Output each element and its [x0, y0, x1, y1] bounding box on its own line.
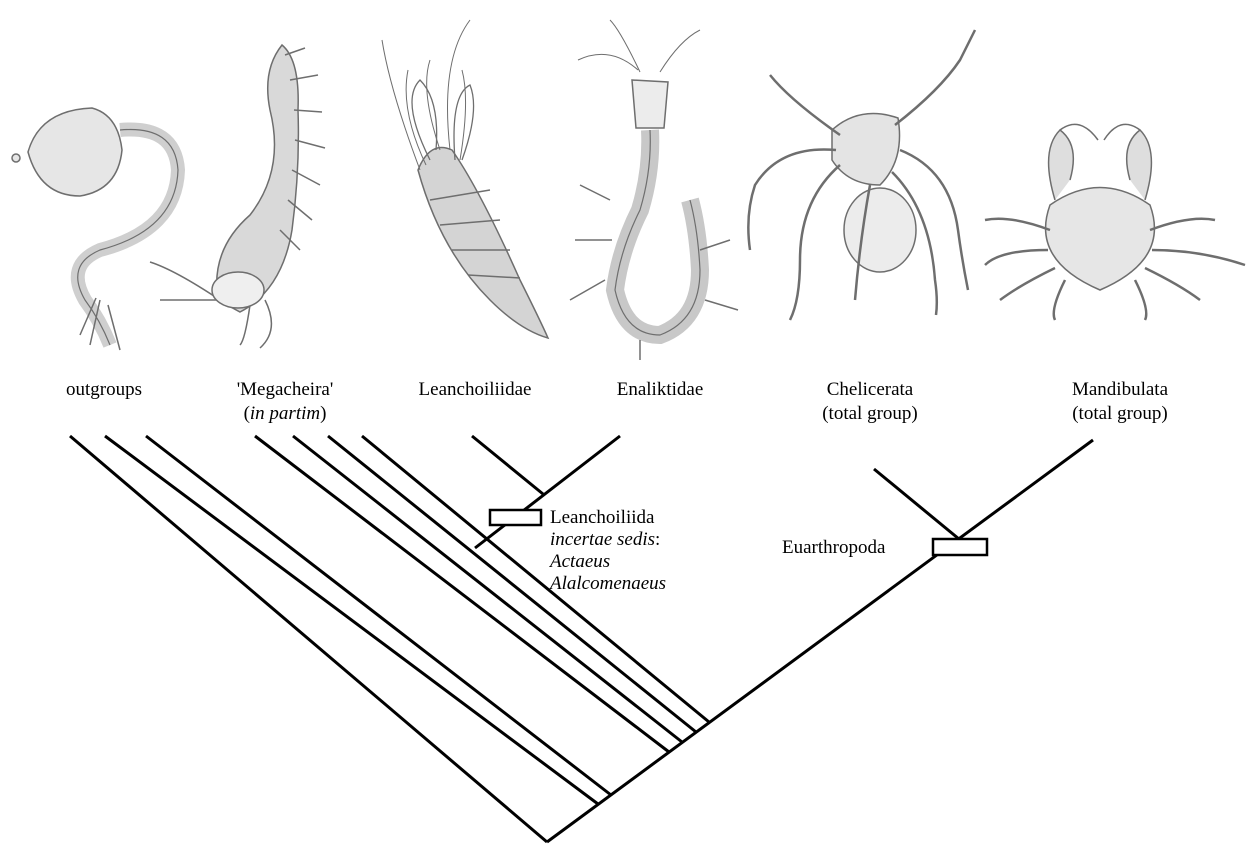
taxon-label-enaliktidae: Enaliktidae: [590, 378, 730, 402]
actaeus-label: Actaeus: [550, 551, 666, 573]
outgroups-label: outgroups: [66, 379, 142, 400]
incertae-sedis-label: incertae sedis:: [550, 529, 666, 551]
taxon-label-chelicerata: Chelicerata (total group): [795, 378, 945, 426]
node-label-leanchoiliida: Leanchoiliida incertae sedis: Actaeus Al…: [550, 507, 666, 595]
branch-leanchoiliidae: [472, 436, 543, 494]
branch-outgroup-3: [146, 436, 611, 795]
branch-root-right: [547, 440, 1093, 842]
node-label-euarthropoda: Euarthropoda: [782, 537, 885, 559]
alalcomenaeus-label: Alalcomenaeus: [550, 573, 666, 595]
euarthropoda-label: Euarthropoda: [782, 537, 885, 558]
enaliktidae-label: Enaliktidae: [617, 379, 704, 400]
mandibulata-label: Mandibulata: [1045, 378, 1195, 402]
leanchoiliida-node-marker: [490, 510, 541, 525]
taxon-label-outgroups: outgroups: [44, 378, 164, 402]
leanchoiliida-label: Leanchoiliida: [550, 507, 666, 529]
megacheira-sublabel: (in partim): [215, 402, 355, 426]
branch-outgroup-1: [70, 436, 547, 842]
branch-chelicerata: [874, 469, 959, 539]
taxon-label-mandibulata: Mandibulata (total group): [1045, 378, 1195, 426]
leanchoiliidae-label: Leanchoiliidae: [419, 379, 532, 400]
branch-outgroup-2: [105, 436, 598, 804]
chelicerata-label: Chelicerata: [795, 378, 945, 402]
mandibulata-sublabel: (total group): [1045, 402, 1195, 426]
euarthropoda-node-marker: [933, 539, 987, 555]
taxon-label-leanchoiliidae: Leanchoiliidae: [400, 378, 550, 402]
megacheira-label: 'Megacheira': [215, 378, 355, 402]
chelicerata-sublabel: (total group): [795, 402, 945, 426]
taxon-label-megacheira: 'Megacheira' (in partim): [215, 378, 355, 426]
